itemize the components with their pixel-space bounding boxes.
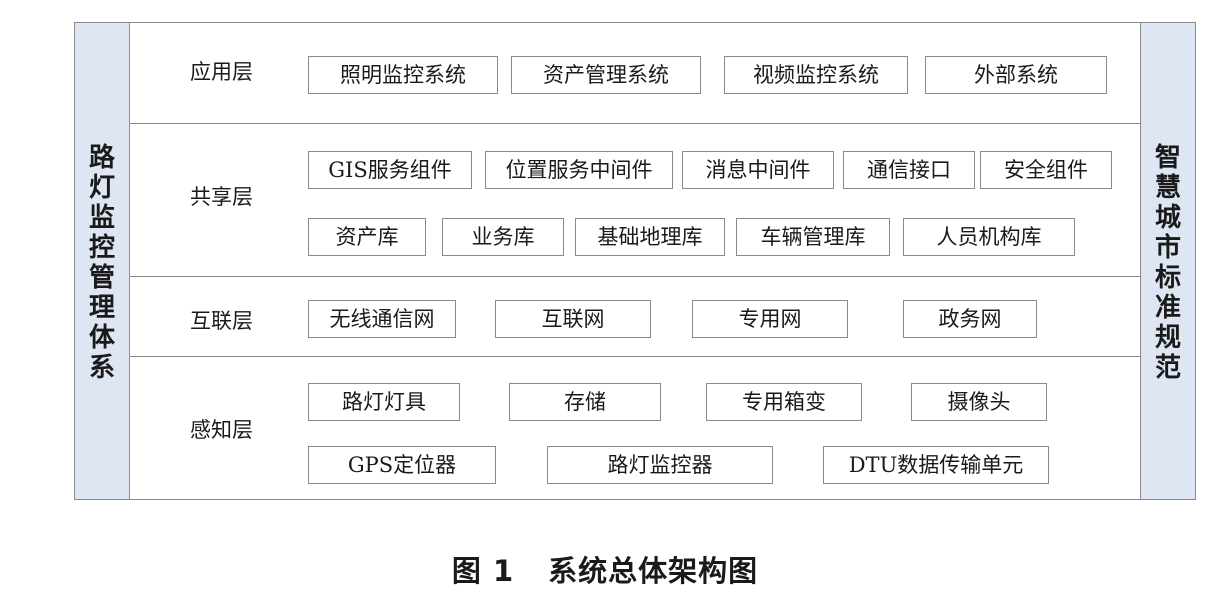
gps-locator-box: GPS定位器 (308, 446, 496, 484)
asset-db-box: 资产库 (308, 218, 426, 256)
left-char: 灯 (88, 173, 115, 203)
lamp-controller-box: 路灯监控器 (547, 446, 773, 484)
security-component-box: 安全组件 (980, 151, 1112, 189)
layer-label: 感知层 (190, 418, 253, 442)
right-char: 规 (1154, 323, 1181, 353)
geo-db-box: 基础地理库 (575, 218, 725, 256)
perception-layer: 感知层 路灯灯具 存储 专用箱变 摄像头 GPS定位器 路灯监控器 DTU数据传… (130, 356, 1140, 500)
gis-service-box: GIS服务组件 (308, 151, 472, 189)
layer-label: 应用层 (190, 60, 253, 84)
layer-label: 共享层 (190, 185, 253, 209)
right-char: 城 (1154, 203, 1181, 233)
interconnection-layer: 互联层 无线通信网 互联网 专用网 政务网 (130, 276, 1140, 356)
government-network-box: 政务网 (903, 300, 1037, 338)
asset-management-system-box: 资产管理系统 (511, 56, 701, 94)
vehicle-db-box: 车辆管理库 (736, 218, 890, 256)
left-char: 控 (88, 233, 115, 263)
street-lamp-box: 路灯灯具 (308, 383, 460, 421)
right-sidebar-label: 智 慧 城 市 标 准 规 范 (1141, 143, 1195, 383)
message-middleware-box: 消息中间件 (682, 151, 834, 189)
business-db-box: 业务库 (442, 218, 564, 256)
right-sidebar: 智 慧 城 市 标 准 规 范 (1140, 22, 1196, 500)
private-network-box: 专用网 (692, 300, 848, 338)
location-middleware-box: 位置服务中间件 (485, 151, 673, 189)
left-char: 管 (88, 263, 115, 293)
right-char: 范 (1154, 353, 1181, 383)
communication-interface-box: 通信接口 (843, 151, 975, 189)
left-char: 系 (88, 353, 115, 383)
left-char: 路 (88, 143, 115, 173)
left-char: 监 (88, 203, 115, 233)
internet-box: 互联网 (495, 300, 651, 338)
right-char: 标 (1154, 263, 1181, 293)
layer-label: 互联层 (190, 309, 253, 333)
video-monitor-system-box: 视频监控系统 (724, 56, 908, 94)
dtu-unit-box: DTU数据传输单元 (823, 446, 1049, 484)
figure-number: 图 1 (451, 554, 515, 588)
right-char: 慧 (1154, 173, 1181, 203)
figure-caption: 图 1 系统总体架构图 (0, 548, 1210, 590)
lighting-monitor-system-box: 照明监控系统 (308, 56, 498, 94)
application-layer: 应用层 照明监控系统 资产管理系统 视频监控系统 外部系统 (130, 22, 1140, 123)
camera-box: 摄像头 (911, 383, 1047, 421)
figure-title: 系统总体架构图 (548, 554, 759, 588)
right-char: 市 (1154, 233, 1181, 263)
box-transformer-box: 专用箱变 (706, 383, 862, 421)
wireless-network-box: 无线通信网 (308, 300, 456, 338)
right-char: 准 (1154, 293, 1181, 323)
right-char: 智 (1154, 143, 1181, 173)
left-char: 体 (88, 323, 115, 353)
shared-layer: 共享层 GIS服务组件 位置服务中间件 消息中间件 通信接口 安全组件 资产库 … (130, 123, 1140, 276)
left-sidebar-label: 路 灯 监 控 管 理 体 系 (75, 143, 129, 383)
personnel-db-box: 人员机构库 (903, 218, 1075, 256)
external-system-box: 外部系统 (925, 56, 1107, 94)
storage-box: 存储 (509, 383, 661, 421)
left-sidebar: 路 灯 监 控 管 理 体 系 (74, 22, 130, 500)
left-char: 理 (88, 293, 115, 323)
